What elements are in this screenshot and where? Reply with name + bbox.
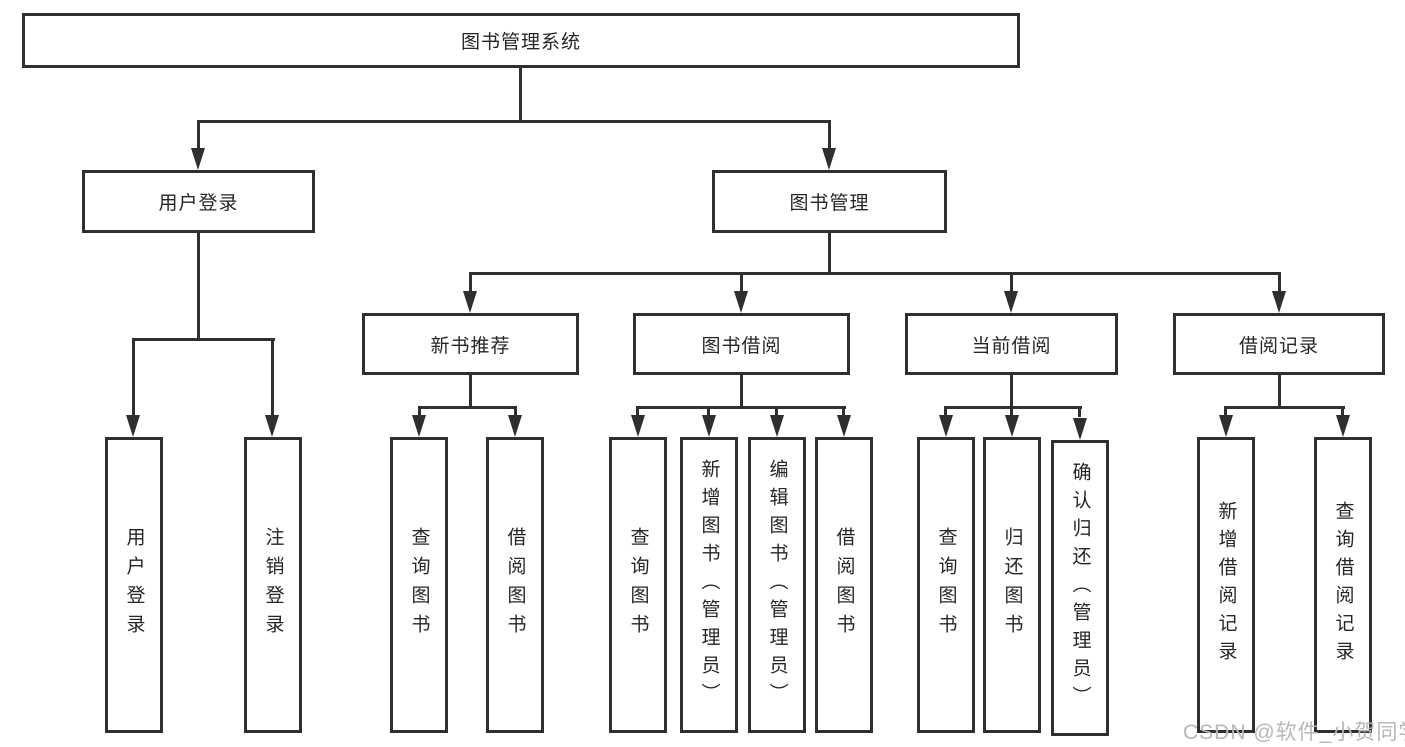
- arrowhead-to-br-query: [1336, 415, 1350, 437]
- arrowhead-to-leaf-logout: [265, 415, 279, 437]
- csdn-watermark: CSDN @软件_小贺同学: [1183, 721, 1405, 744]
- node-new-book-recommend: 新书推荐: [362, 313, 579, 375]
- arrowhead-to-book-mgmt: [822, 148, 836, 170]
- connector-borrow-stem: [740, 272, 743, 293]
- node-book-borrow-label: 图书借阅: [701, 335, 782, 357]
- node-user-login: 用户登录: [82, 170, 315, 233]
- connector-cb-confirm-stem: [1078, 406, 1081, 417]
- connector-bb-borrow-stem: [842, 406, 845, 417]
- leaf-borrow-add-admin-label: 新增图书（管理员）: [698, 459, 720, 711]
- leaf-record-add-label: 新增借阅记录: [1215, 501, 1237, 669]
- connector-borrow-drop: [740, 375, 743, 406]
- connector-book-mgmt-rail: [469, 272, 1281, 275]
- connector-leaf-login-stem: [132, 338, 135, 417]
- leaf-borrow-query: 查询图书: [609, 437, 667, 733]
- node-borrow-record-label: 借阅记录: [1238, 335, 1319, 357]
- leaf-current-return-label: 归还图书: [1001, 527, 1023, 643]
- connector-br-add-stem: [1224, 406, 1227, 417]
- connector-cb-return-stem: [1010, 406, 1013, 417]
- connector-user-login-stem: [197, 120, 200, 152]
- node-book-borrow: 图书借阅: [633, 313, 850, 375]
- arrowhead-to-br-add: [1219, 415, 1233, 437]
- leaf-borrow-add-admin: 新增图书（管理员）: [680, 437, 738, 733]
- leaf-current-confirm-admin-label: 确认归还（管理员）: [1069, 462, 1091, 714]
- connector-record-stem: [1278, 272, 1281, 293]
- node-current-borrow-label: 当前借阅: [971, 335, 1052, 357]
- leaf-borrow-edit-admin: 编辑图书（管理员）: [748, 437, 806, 733]
- node-book-mgmt-label: 图书管理: [789, 193, 870, 214]
- leaf-newbook-borrow-label: 借阅图书: [504, 527, 526, 643]
- connector-br-query-stem: [1341, 406, 1344, 417]
- leaf-current-query: 查询图书: [917, 437, 975, 733]
- node-root-library-system: 图书管理系统: [22, 13, 1020, 68]
- connector-borrow-rail: [636, 406, 846, 409]
- leaf-user-login: 用户登录: [105, 437, 163, 733]
- connector-current-rail: [944, 406, 1082, 409]
- arrowhead-to-bb-borrow: [837, 415, 851, 437]
- connector-new-book-stem: [469, 272, 472, 293]
- leaf-logout: 注销登录: [244, 437, 302, 733]
- leaf-record-add: 新增借阅记录: [1197, 437, 1255, 733]
- connector-cb-query-stem: [944, 406, 947, 417]
- node-borrow-record: 借阅记录: [1173, 313, 1385, 375]
- arrowhead-to-borrow: [734, 291, 748, 313]
- leaf-newbook-query: 查询图书: [390, 437, 448, 733]
- arrowhead-to-bb-add: [702, 415, 716, 437]
- leaf-record-query-label: 查询借阅记录: [1332, 501, 1354, 669]
- arrowhead-to-nb-borrow: [508, 415, 522, 437]
- arrowhead-to-user-login: [191, 148, 205, 170]
- leaf-logout-label: 注销登录: [262, 527, 284, 643]
- connector-new-book-rail: [418, 406, 517, 409]
- connector-leaf-logout-stem: [271, 338, 274, 417]
- node-book-mgmt: 图书管理: [712, 170, 947, 233]
- connector-user-login-rail: [132, 338, 275, 341]
- connector-current-drop: [1010, 375, 1013, 406]
- node-new-book-label: 新书推荐: [430, 335, 511, 357]
- leaf-record-query: 查询借阅记录: [1314, 437, 1372, 733]
- arrowhead-to-current: [1004, 291, 1018, 313]
- connector-root-stem: [519, 68, 522, 120]
- connector-nb-borrow-stem: [514, 406, 517, 417]
- leaf-user-login-label: 用户登录: [123, 527, 145, 643]
- leaf-newbook-borrow: 借阅图书: [486, 437, 544, 733]
- leaf-current-confirm-admin: 确认归还（管理员）: [1051, 440, 1109, 736]
- connector-bb-query-stem: [636, 406, 639, 417]
- node-current-borrow: 当前借阅: [905, 313, 1118, 375]
- connector-new-book-drop: [469, 375, 472, 406]
- leaf-current-return: 归还图书: [983, 437, 1041, 733]
- arrowhead-to-record: [1272, 291, 1286, 313]
- leaf-borrow-borrow-label: 借阅图书: [833, 527, 855, 643]
- connector-bb-edit-stem: [775, 406, 778, 417]
- node-user-login-label: 用户登录: [158, 193, 239, 214]
- leaf-borrow-query-label: 查询图书: [627, 527, 649, 643]
- connector-book-mgmt-stem: [828, 120, 831, 152]
- arrowhead-to-cb-confirm: [1073, 418, 1087, 440]
- leaf-borrow-edit-admin-label: 编辑图书（管理员）: [766, 459, 788, 711]
- leaf-borrow-borrow: 借阅图书: [815, 437, 873, 733]
- arrowhead-to-bb-query: [631, 415, 645, 437]
- connector-root-rail: [197, 120, 831, 123]
- arrowhead-to-bb-edit: [770, 415, 784, 437]
- arrowhead-to-cb-return: [1005, 415, 1019, 437]
- connector-book-mgmt-drop: [828, 233, 831, 272]
- arrowhead-to-cb-query: [939, 415, 953, 437]
- connector-nb-query-stem: [418, 406, 421, 417]
- node-root-label: 图书管理系统: [460, 32, 581, 53]
- arrowhead-to-new-book: [463, 291, 477, 313]
- connector-current-stem: [1010, 272, 1013, 293]
- connector-user-login-drop: [197, 233, 200, 338]
- connector-record-drop: [1278, 375, 1281, 406]
- connector-record-rail: [1224, 406, 1345, 409]
- connector-bb-add-stem: [707, 406, 710, 417]
- leaf-current-query-label: 查询图书: [935, 527, 957, 643]
- arrowhead-to-leaf-login: [126, 415, 140, 437]
- leaf-newbook-query-label: 查询图书: [408, 527, 430, 643]
- arrowhead-to-nb-query: [412, 415, 426, 437]
